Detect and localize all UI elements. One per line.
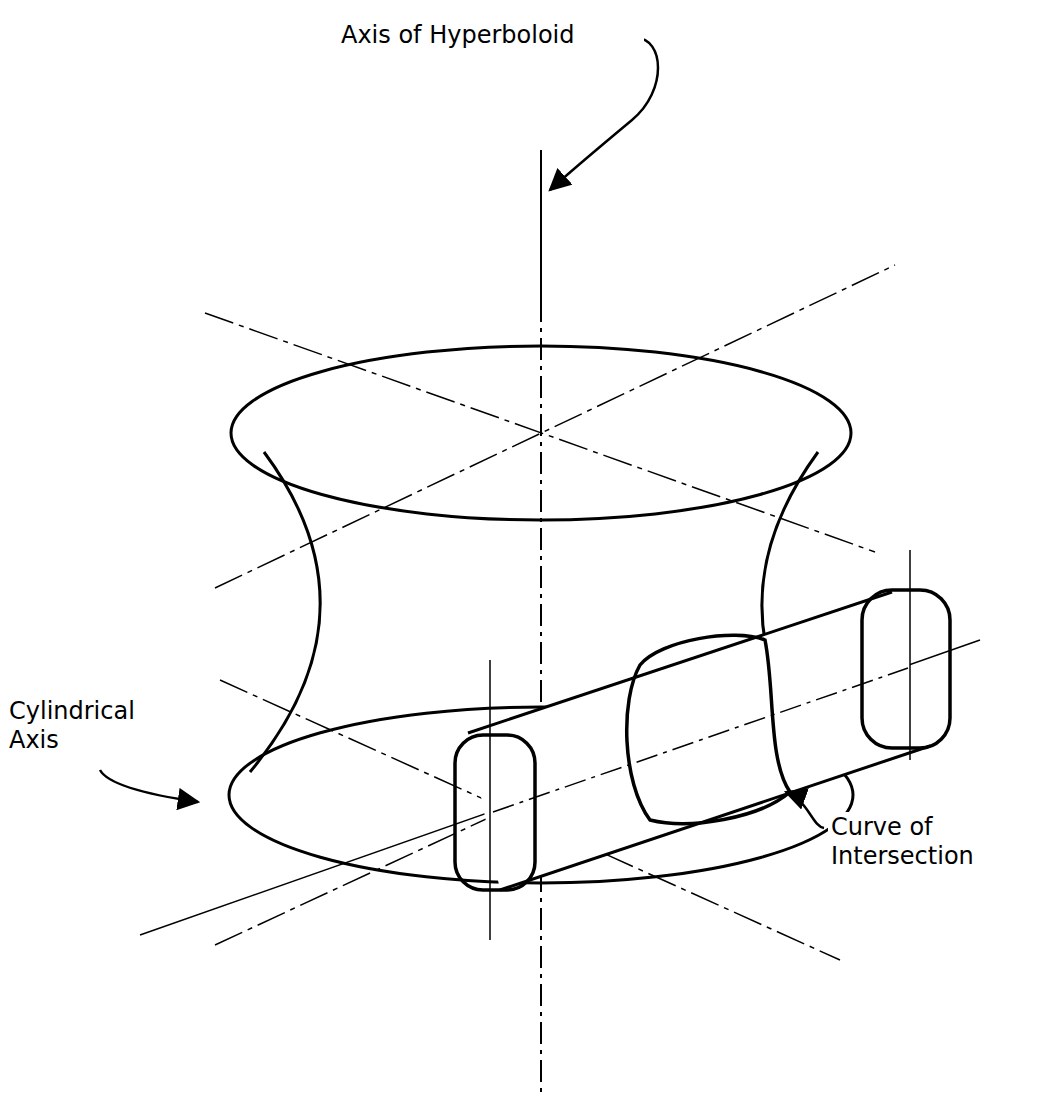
center-line: [489, 660, 491, 940]
cylinder-edge: [468, 592, 892, 733]
cylinder-axis: [493, 668, 908, 812]
top-ellipse: [231, 346, 851, 520]
intersection-curve: [627, 635, 790, 823]
leader-arrow: [786, 792, 824, 828]
leader-arrow: [100, 770, 198, 802]
hyperboloid-side: [250, 452, 320, 772]
center-line: [909, 550, 911, 760]
cylinder-end: [455, 735, 535, 890]
axis-line: [540, 150, 542, 300]
center-line: [205, 313, 875, 552]
callout-label: Axis of Hyperboloid: [338, 20, 644, 51]
callout-label: Curve of Intersection: [828, 812, 1024, 872]
axis-line: [540, 300, 542, 1097]
leader-arrow: [550, 38, 658, 190]
cylinder-end: [862, 590, 950, 748]
center-line: [215, 265, 895, 588]
callout-label: Cylindrical Axis: [6, 696, 122, 756]
